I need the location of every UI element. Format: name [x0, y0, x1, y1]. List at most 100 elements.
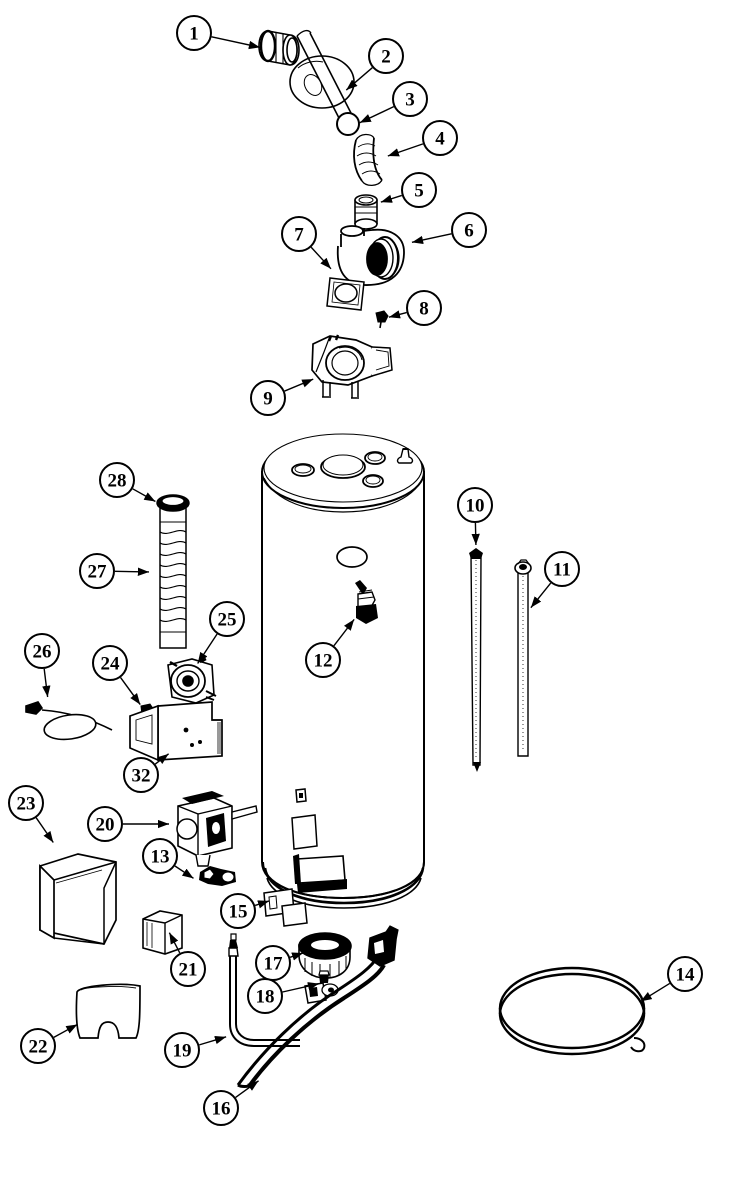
callout-number-7: 7	[294, 225, 304, 246]
part-screw-8	[375, 310, 389, 329]
callout-10[interactable]: 10	[457, 487, 493, 546]
callout-balloon-6[interactable]	[451, 212, 487, 248]
callout-leader-16	[235, 1080, 259, 1099]
callout-leader-22	[53, 1023, 78, 1038]
callout-5[interactable]: 5	[380, 172, 437, 208]
callout-1[interactable]: 1	[176, 15, 261, 51]
callout-number-25: 25	[218, 610, 237, 631]
callout-balloon-1[interactable]	[176, 15, 212, 51]
callout-9[interactable]: 9	[250, 378, 314, 416]
part-access-cover-plate	[326, 277, 365, 311]
callout-number-20: 20	[96, 815, 115, 836]
callout-number-18: 18	[256, 987, 275, 1008]
callout-16[interactable]: 16	[203, 1080, 259, 1126]
callout-balloon-24[interactable]	[92, 645, 128, 681]
callout-17[interactable]: 17	[255, 945, 304, 981]
callout-number-6: 6	[464, 221, 474, 242]
callout-14[interactable]: 14	[640, 956, 703, 1003]
callout-balloon-2[interactable]	[368, 38, 404, 74]
callout-26[interactable]: 26	[24, 633, 60, 698]
callout-balloon-3[interactable]	[392, 81, 428, 117]
callout-balloon-27[interactable]	[79, 553, 115, 589]
callout-balloon-4[interactable]	[422, 120, 458, 156]
callout-15[interactable]: 15	[220, 893, 270, 929]
callout-32[interactable]: 32	[123, 753, 170, 793]
callout-28[interactable]: 28	[99, 462, 156, 503]
callout-leader-27	[114, 567, 150, 576]
callout-7[interactable]: 7	[281, 216, 332, 270]
callout-balloon-13[interactable]	[142, 838, 178, 874]
callout-balloon-7[interactable]	[281, 216, 317, 252]
part-control-mounting-bracket	[129, 701, 223, 762]
callout-6[interactable]: 6	[411, 212, 487, 248]
callout-leader-5	[380, 194, 403, 203]
callout-balloon-25[interactable]	[209, 601, 245, 637]
callout-balloon-28[interactable]	[99, 462, 135, 498]
callout-number-12: 12	[314, 651, 333, 672]
callout-balloon-18[interactable]	[247, 978, 283, 1014]
callout-leader-32	[154, 753, 170, 765]
callout-balloon-20[interactable]	[87, 806, 123, 842]
callout-balloon-12[interactable]	[305, 642, 341, 678]
callout-leader-12	[333, 618, 355, 647]
callout-balloon-9[interactable]	[250, 380, 286, 416]
callout-number-15: 15	[229, 902, 248, 923]
callout-27[interactable]: 27	[79, 553, 150, 589]
callout-22[interactable]: 22	[20, 1023, 78, 1064]
callout-4[interactable]: 4	[387, 120, 458, 157]
callout-number-5: 5	[414, 181, 424, 202]
callout-balloon-19[interactable]	[164, 1032, 200, 1068]
callout-leader-14	[640, 982, 671, 1003]
callout-number-24: 24	[101, 654, 121, 675]
part-wire-harness	[25, 701, 113, 741]
callout-number-10: 10	[466, 496, 485, 517]
callout-balloon-26[interactable]	[24, 633, 60, 669]
callout-leader-15	[254, 900, 270, 909]
callout-leader-26	[42, 668, 51, 698]
callout-20[interactable]: 20	[87, 806, 169, 842]
callout-number-16: 16	[212, 1099, 231, 1120]
part-hose-clamp	[156, 494, 190, 512]
part-dip-tube	[514, 559, 532, 757]
callout-number-22: 22	[29, 1037, 48, 1058]
callout-leader-28	[132, 488, 156, 503]
callout-13[interactable]: 13	[142, 838, 194, 879]
callout-balloon-21[interactable]	[170, 951, 206, 987]
callout-3[interactable]: 3	[359, 81, 428, 124]
callout-number-2: 2	[381, 47, 391, 68]
callout-balloon-15[interactable]	[220, 893, 256, 929]
part-tp-relief-valve	[355, 580, 378, 624]
callout-25[interactable]: 25	[197, 601, 245, 664]
callout-2[interactable]: 2	[345, 38, 404, 91]
callout-11[interactable]: 11	[530, 551, 580, 609]
callout-24[interactable]: 24	[92, 645, 141, 705]
part-manifold-tube	[236, 925, 399, 1088]
callout-leader-13	[174, 865, 194, 879]
callout-balloon-10[interactable]	[457, 487, 493, 523]
callout-leader-7	[310, 246, 332, 270]
callout-balloon-16[interactable]	[203, 1090, 239, 1126]
callout-leader-17	[289, 952, 304, 961]
callout-balloon-8[interactable]	[406, 290, 442, 326]
callout-18[interactable]: 18	[247, 978, 320, 1014]
callout-number-8: 8	[419, 299, 429, 320]
callout-number-21: 21	[179, 960, 198, 981]
callout-balloon-5[interactable]	[401, 172, 437, 208]
callout-balloon-23[interactable]	[8, 785, 44, 821]
callout-balloon-14[interactable]	[667, 956, 703, 992]
callout-balloon-11[interactable]	[544, 551, 580, 587]
callout-balloon-32[interactable]	[123, 757, 159, 793]
callout-leader-23	[35, 817, 54, 843]
callout-leader-3	[359, 106, 395, 124]
callout-19[interactable]: 19	[164, 1032, 227, 1068]
callout-balloon-22[interactable]	[20, 1028, 56, 1064]
callout-8[interactable]: 8	[388, 290, 442, 326]
part-water-heater-tank	[261, 433, 425, 927]
callout-23[interactable]: 23	[8, 785, 54, 843]
callout-number-14: 14	[676, 965, 696, 986]
callout-12[interactable]: 12	[305, 618, 355, 678]
callout-layer: 1234567891011121314151617181920212223242…	[8, 15, 703, 1126]
callout-21[interactable]: 21	[168, 932, 206, 987]
callout-number-3: 3	[405, 90, 415, 111]
